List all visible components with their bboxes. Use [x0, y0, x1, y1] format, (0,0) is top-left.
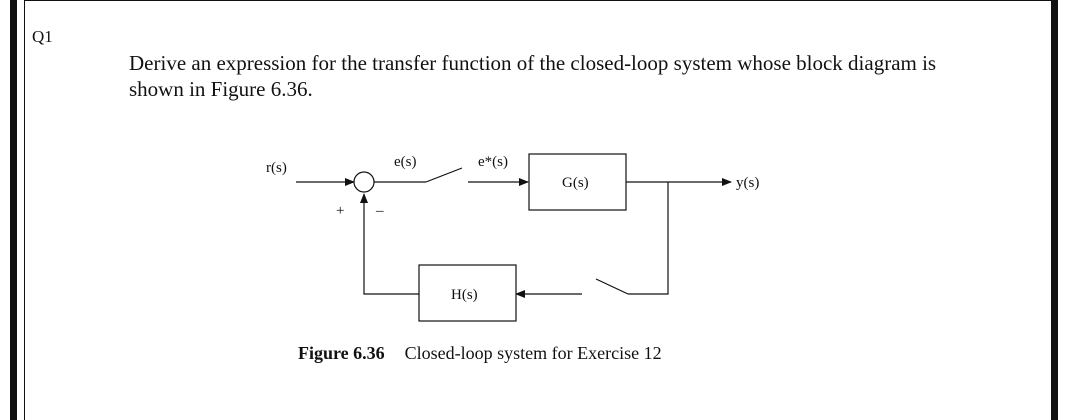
figure-caption: Figure 6.36 Closed-loop system for Exerci… — [298, 344, 662, 362]
forward-block — [528, 153, 627, 211]
input-label: r(s) — [266, 160, 287, 176]
feedback-block — [418, 264, 517, 322]
page-border-right — [1051, 0, 1058, 420]
plus-sign: + — [336, 203, 344, 219]
figure-caption-text: Closed-loop system for Exercise 12 — [404, 343, 662, 363]
sampled-error-label: e*(s) — [478, 154, 508, 170]
output-label: y(s) — [736, 175, 759, 191]
page-border-top — [24, 0, 1051, 1]
forward-sampler-switch — [425, 167, 463, 183]
feedback-sampler-switch — [595, 278, 629, 295]
feedback-block-label: H(s) — [451, 287, 478, 303]
summing-junction — [353, 171, 375, 193]
feedback-takeoff-line — [628, 182, 669, 295]
figure-number: Figure 6.36 — [298, 343, 385, 363]
forward-block-label: G(s) — [562, 175, 589, 191]
question-text: Derive an expression for the transfer fu… — [129, 51, 937, 101]
feedback-return-line — [360, 193, 419, 295]
page-border-left-inner — [24, 0, 25, 420]
error-label: e(s) — [394, 154, 417, 170]
minus-sign: – — [375, 203, 384, 219]
question-number: Q1 — [32, 27, 53, 46]
page-border-left — [10, 0, 17, 420]
